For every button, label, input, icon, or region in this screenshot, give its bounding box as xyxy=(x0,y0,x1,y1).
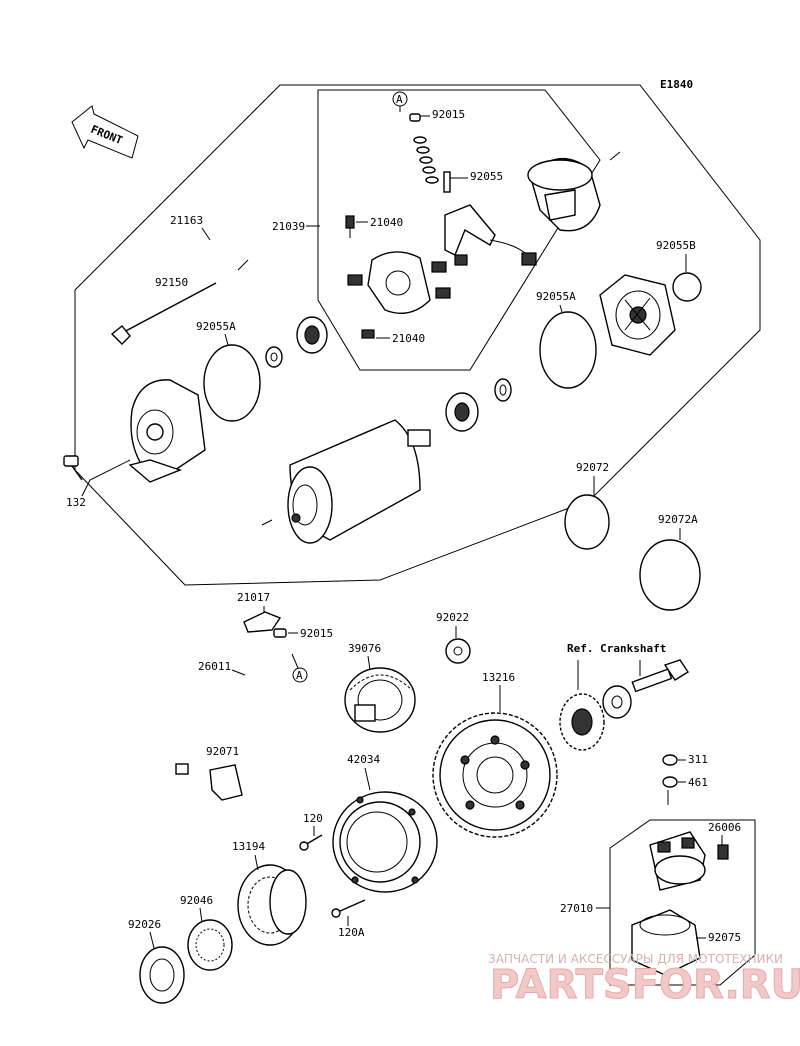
label-120a: 120A xyxy=(338,926,365,939)
relay-cover-92075 xyxy=(631,909,701,976)
label-39076: 39076 xyxy=(348,642,381,655)
washer-92026 xyxy=(139,946,185,1004)
through-bolt-92150 xyxy=(110,282,217,345)
relay-group-outline xyxy=(609,819,756,986)
label-120: 120 xyxy=(303,812,323,825)
end-cover-cup xyxy=(527,157,601,232)
callout-a-top: A xyxy=(392,91,408,112)
clutch-gear-39076 xyxy=(344,667,416,733)
bearing-middle xyxy=(445,392,479,432)
label-21017: 21017 xyxy=(237,591,270,604)
washer-461 xyxy=(662,776,678,788)
crankshaft-bolt xyxy=(631,659,689,693)
terminal-21017 xyxy=(243,611,282,633)
terminal-21040-a xyxy=(345,215,355,238)
label-92055a-right: 92055A xyxy=(536,290,576,303)
watermark-tagline: ЗАПЧАСТИ И АКСЕССУАРЫ ДЛЯ МОТОТЕХНИКИ xyxy=(488,952,783,966)
callout-a-lower: A xyxy=(291,653,308,683)
screw-120a xyxy=(331,899,366,918)
svg-text:A: A xyxy=(396,93,403,106)
label-92071: 92071 xyxy=(206,745,239,758)
washer-left xyxy=(265,346,283,368)
label-92046: 92046 xyxy=(180,894,213,907)
end-housing xyxy=(599,274,676,356)
brush-spring-92055 xyxy=(443,171,451,193)
nut-311 xyxy=(662,754,678,766)
label-92072: 92072 xyxy=(576,461,609,474)
label-26006: 26006 xyxy=(708,821,741,834)
label-132: 132 xyxy=(66,496,86,509)
label-92055a-left: 92055A xyxy=(196,320,236,333)
label-42034: 42034 xyxy=(347,753,380,766)
label-92055: 92055 xyxy=(470,170,503,183)
watermark-logo: PARTSFOR.RU xyxy=(490,962,800,1008)
label-461: 461 xyxy=(688,776,708,789)
label-92026: 92026 xyxy=(128,918,161,931)
label-92075: 92075 xyxy=(708,931,741,944)
starter-assembly-outline xyxy=(74,84,761,586)
screw-120 xyxy=(299,834,323,851)
o-ring-92055b xyxy=(672,272,702,302)
label-13194: 13194 xyxy=(232,840,265,853)
brush-holder-outline xyxy=(317,89,601,371)
starter-gear-13216 xyxy=(432,712,558,838)
needle-bearing-92046 xyxy=(187,919,233,971)
starter-relay xyxy=(649,831,706,891)
crankshaft-washer xyxy=(602,685,632,719)
front-cover xyxy=(128,379,206,483)
brush-plate xyxy=(347,251,451,314)
clutch-housing-42034 xyxy=(332,791,438,893)
label-92015-top: 92015 xyxy=(432,108,465,121)
crankshaft-gear xyxy=(559,693,605,751)
label-26011: 26011 xyxy=(198,660,231,673)
label-13216: 13216 xyxy=(482,671,515,684)
label-27010: 27010 xyxy=(560,902,593,915)
label-21040-bottom: 21040 xyxy=(392,332,425,345)
label-311: 311 xyxy=(688,753,708,766)
label-92015-lower: 92015 xyxy=(300,627,333,640)
front-arrow-icon: FRONT xyxy=(71,105,139,159)
o-ring-92055a-right xyxy=(539,311,597,389)
label-21039: 21039 xyxy=(272,220,305,233)
washer-92022 xyxy=(445,638,471,664)
bolt-132 xyxy=(63,455,83,481)
label-21040-top: 21040 xyxy=(370,216,403,229)
washer-middle xyxy=(494,378,512,402)
label-92022: 92022 xyxy=(436,611,469,624)
starter-cable-26011 xyxy=(166,650,291,775)
fuse-26006 xyxy=(717,844,729,860)
diagram-code: E1840 xyxy=(660,78,693,91)
label-92150: 92150 xyxy=(155,276,188,289)
svg-text:A: A xyxy=(296,669,303,682)
ref-crankshaft-label: Ref. Crankshaft xyxy=(567,642,666,655)
label-92055b: 92055B xyxy=(656,239,696,252)
spring-stack xyxy=(409,113,439,184)
one-way-clutch-13194 xyxy=(237,864,307,946)
brush-holder-arm xyxy=(444,204,537,266)
bearing-left xyxy=(296,316,328,354)
o-ring-92055a-left xyxy=(203,344,261,422)
label-92072a: 92072A xyxy=(658,513,698,526)
circlip-92072 xyxy=(564,494,610,550)
clip-92015-lower xyxy=(273,628,287,638)
starter-yoke xyxy=(287,419,431,544)
terminal-21040-b xyxy=(361,329,375,339)
circlip-92072a xyxy=(639,539,701,611)
label-21163: 21163 xyxy=(170,214,203,227)
boot-92071 xyxy=(209,764,243,801)
